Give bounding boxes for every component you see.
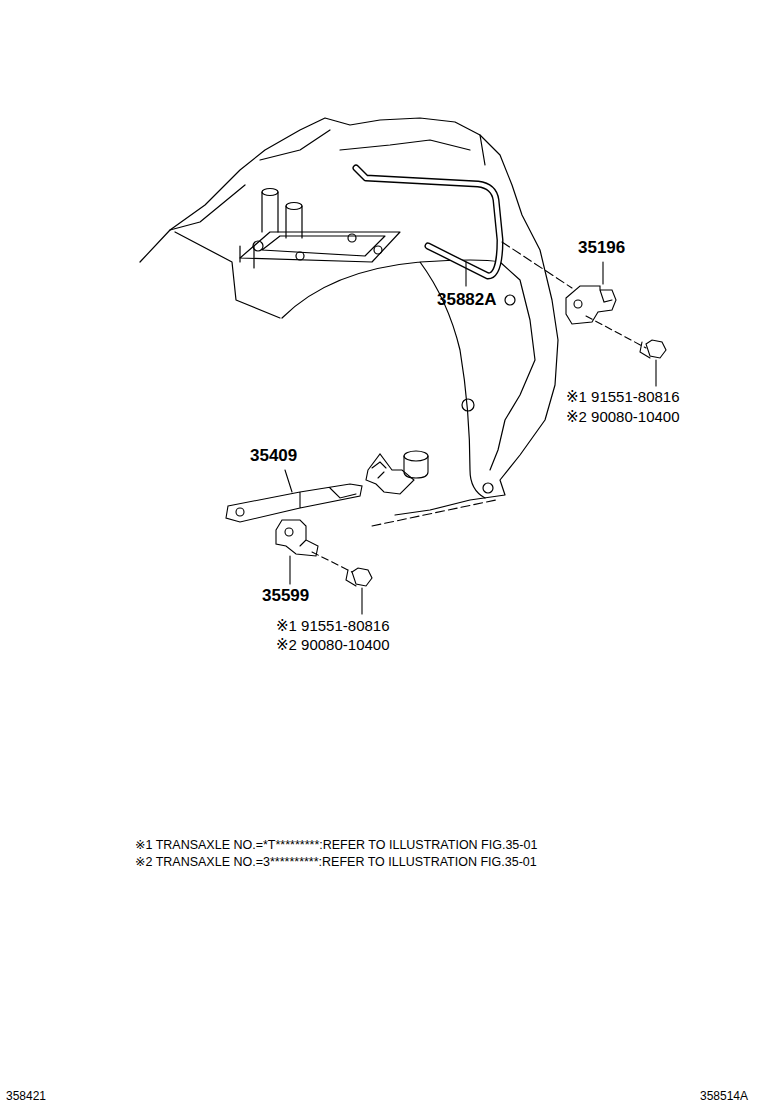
lever-hole xyxy=(236,508,244,516)
bell-flange xyxy=(490,262,535,470)
lever xyxy=(226,484,362,522)
part-number: ※2 90080-10400 xyxy=(566,408,680,425)
figure-code: 358421 xyxy=(6,1090,46,1104)
bracket-hole xyxy=(285,528,293,536)
stud xyxy=(286,206,302,238)
plate-hole xyxy=(296,252,304,260)
part-number: ※1 91551-80816 xyxy=(566,388,680,405)
stud xyxy=(262,192,278,232)
bracket xyxy=(276,520,318,556)
leader-line xyxy=(285,470,292,492)
note-text: ※1 TRANSAXLE NO.=*T*********:REFER TO IL… xyxy=(135,838,537,852)
switch-plate xyxy=(366,454,414,494)
note-text: ※2 TRANSAXLE NO.=3**********:REFER TO IL… xyxy=(135,855,537,869)
bolt xyxy=(346,568,372,586)
leader-line xyxy=(289,556,290,584)
callout-number: 35409 xyxy=(250,446,297,466)
housing-outline xyxy=(140,118,558,515)
breather-pipe xyxy=(356,168,500,276)
bell-opening xyxy=(282,260,500,498)
assembly-line xyxy=(502,242,572,288)
leader-line xyxy=(465,262,466,286)
leader-line xyxy=(655,360,656,386)
stud xyxy=(286,203,302,210)
figure-code: 358514A xyxy=(700,1090,748,1104)
plate-hole xyxy=(374,246,382,254)
stud xyxy=(240,246,254,268)
plate-hole xyxy=(348,234,356,242)
leader-line xyxy=(361,588,362,614)
callout-number: 35882A xyxy=(437,290,497,310)
bolt-hole xyxy=(483,483,493,493)
switch-body xyxy=(404,451,428,461)
part-number: ※1 91551-80816 xyxy=(276,617,390,634)
bolt-hole xyxy=(462,399,474,411)
part-number: ※2 90080-10400 xyxy=(276,636,390,653)
bolt-hole xyxy=(505,295,515,305)
leader-line xyxy=(602,262,603,284)
callout-number: 35599 xyxy=(262,586,309,606)
bolt xyxy=(640,340,666,358)
assembly-line xyxy=(372,500,496,526)
assembly-line xyxy=(312,552,352,572)
mounting-plate xyxy=(240,232,400,262)
callout-number: 35196 xyxy=(578,238,625,258)
clamp-hole xyxy=(574,300,582,308)
assembly-line xyxy=(586,316,646,348)
stud xyxy=(262,189,278,196)
